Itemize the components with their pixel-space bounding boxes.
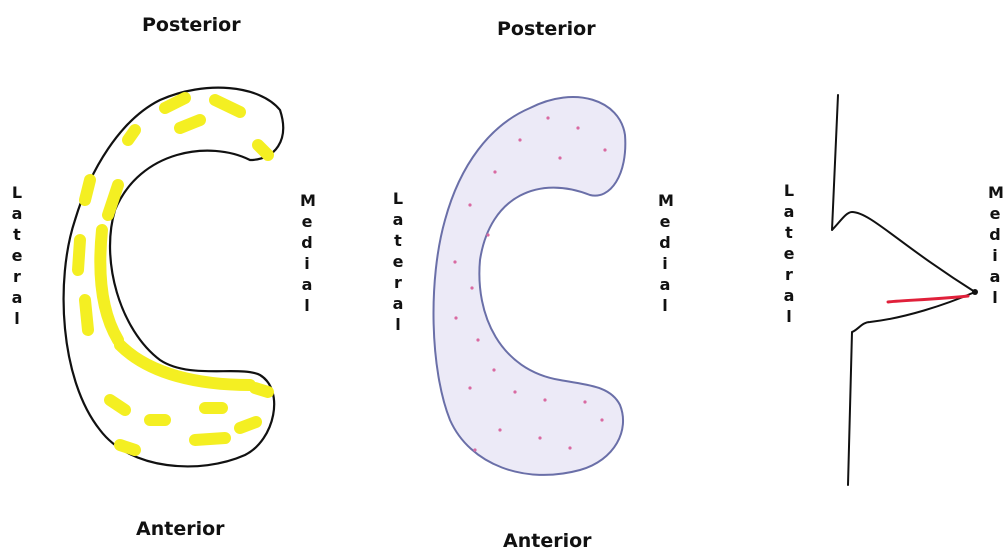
panel3-cross-section <box>832 95 978 485</box>
panel3-apex-dot <box>972 289 978 295</box>
panel2-meniscus <box>434 97 626 475</box>
panel3-outline <box>832 95 975 485</box>
panel2-c-shape <box>434 97 626 475</box>
panel1-meniscus <box>64 88 284 467</box>
